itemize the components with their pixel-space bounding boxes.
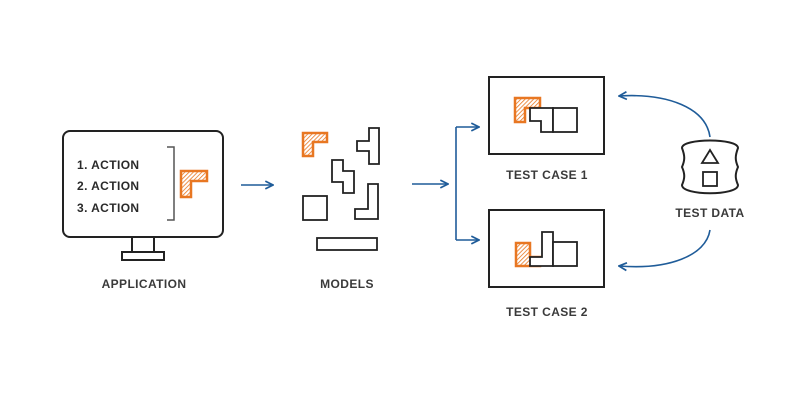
test-case-2-square	[552, 241, 578, 267]
model-piece-t	[356, 127, 380, 165]
arrow-data-to-test-case-1	[619, 96, 711, 138]
action-item-3: 3. ACTION	[77, 201, 140, 215]
model-piece-l	[354, 183, 379, 220]
square-icon	[702, 171, 718, 187]
application-monitor: 1. ACTION 2. ACTION 3. ACTION	[62, 130, 224, 261]
models-pieces	[301, 127, 380, 251]
triangle-icon	[700, 148, 720, 164]
action-item-2: 2. ACTION	[77, 179, 140, 193]
test-case-1-label: TEST CASE 1	[506, 168, 588, 182]
test-case-2-card	[488, 209, 605, 288]
test-data-label: TEST DATA	[675, 206, 744, 220]
split-connector	[455, 127, 479, 240]
model-piece-bar	[316, 237, 378, 251]
application-model-icon	[179, 169, 209, 199]
model-piece-orange	[301, 131, 329, 158]
monitor-neck	[131, 236, 155, 253]
test-case-2-piece	[529, 231, 554, 267]
database-icon	[680, 139, 740, 195]
monitor-stand	[121, 251, 165, 261]
model-piece-s	[331, 159, 355, 194]
action-item-1: 1. ACTION	[77, 158, 140, 172]
test-case-1-card	[488, 76, 605, 155]
arrow-data-to-test-case-2	[619, 229, 711, 267]
model-piece-square	[302, 195, 328, 221]
test-case-1-square	[552, 107, 578, 133]
database-outline	[680, 139, 740, 195]
action-bracket	[167, 146, 175, 221]
test-case-1-orange-piece	[513, 96, 542, 124]
test-case-2-label: TEST CASE 2	[506, 305, 588, 319]
models-label: MODELS	[320, 277, 374, 291]
application-label: APPLICATION	[102, 277, 187, 291]
